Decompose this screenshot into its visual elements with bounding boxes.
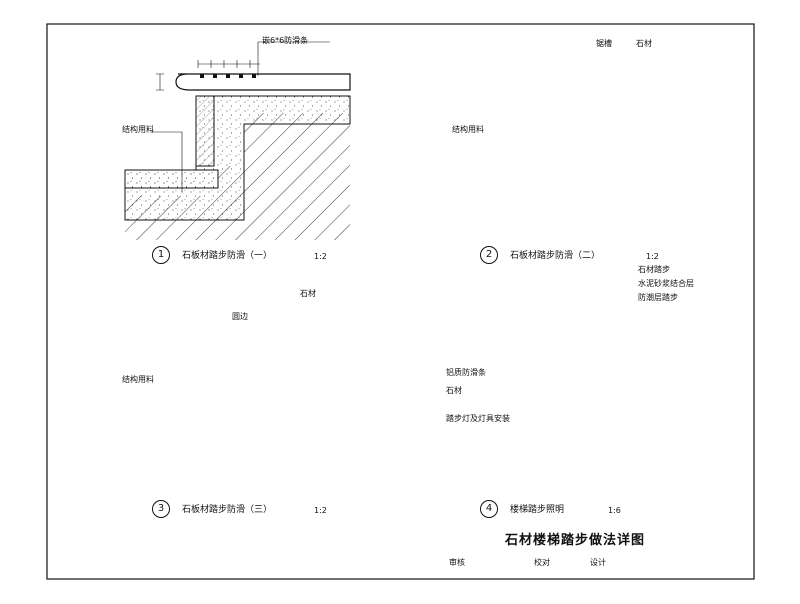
- detail-3-label-side: 结构用料: [122, 375, 154, 384]
- detail-4-label-right-1: 石材踏步: [638, 265, 670, 274]
- titleblock-design-label: 设计: [590, 558, 606, 567]
- detail-2-label-side: 结构用料: [452, 125, 484, 134]
- detail-4-label-left-1: 铝质防滑条: [446, 368, 486, 377]
- detail-2-caption: 石板材踏步防滑（二）: [510, 251, 601, 261]
- detail-4-caption: 楼梯踏步照明: [510, 505, 565, 515]
- detail-3-scale: 1:2: [314, 506, 327, 515]
- detail-3-number: 3: [152, 500, 170, 518]
- detail-4-number: 4: [480, 500, 498, 518]
- detail-2-label-stone: 石材: [636, 39, 652, 48]
- detail-3-label-stone: 石材: [300, 289, 316, 298]
- detail-1-caption: 石板材踏步防滑（一）: [182, 251, 273, 261]
- detail-1-label-side: 结构用料: [122, 125, 154, 134]
- detail-1-drawing: [124, 41, 351, 240]
- detail-4-label-left-2: 石材: [446, 386, 462, 395]
- detail-3-label-edge: 圆边: [232, 312, 248, 321]
- detail-4-scale: 1:6: [608, 506, 621, 515]
- detail-2-label-groove: 锯槽: [596, 39, 612, 48]
- titleblock-review-label: 审核: [449, 558, 465, 567]
- detail-4-label-right-3: 防潮层踏步: [638, 293, 678, 302]
- detail-4-label-right-2: 水泥砂浆结合层: [638, 279, 694, 288]
- detail-4-label-left-3: 踏步灯及灯具安装: [446, 414, 510, 423]
- detail-2-number: 2: [480, 246, 498, 264]
- detail-1-number: 1: [152, 246, 170, 264]
- sheet-border: [46, 23, 755, 580]
- detail-3-caption: 石板材踏步防滑（三）: [182, 505, 273, 515]
- detail-2-scale: 1:2: [646, 252, 659, 261]
- titleblock-check-label: 校对: [534, 558, 550, 567]
- drawing-title: 石材楼梯踏步做法详图: [504, 533, 645, 548]
- detail-1-label-top: 嵌6*6防滑条: [262, 36, 309, 45]
- detail-1-scale: 1:2: [314, 252, 327, 261]
